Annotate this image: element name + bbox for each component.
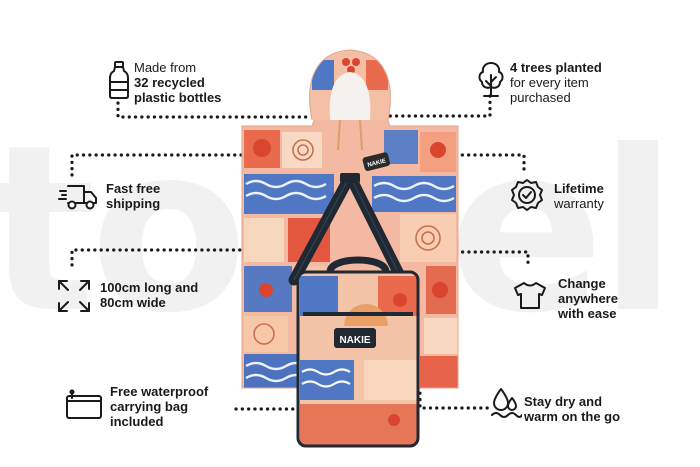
- truck-icon: [58, 185, 97, 210]
- tshirt-icon: [514, 282, 546, 309]
- bag-straps: [288, 173, 408, 286]
- feature-shipping-line1: Fast free: [106, 181, 161, 196]
- feature-warranty-line2: warranty: [554, 196, 604, 211]
- feature-dry-line1: Stay dry and: [524, 394, 603, 409]
- pouch-icon: [66, 389, 102, 419]
- feature-change-line3: with ease: [558, 306, 617, 321]
- feature-bottles-line3: plastic bottles: [134, 90, 222, 105]
- feature-change: Change anywhere with ease: [558, 276, 618, 321]
- feature-bottles-line2: 32 recycled: [134, 75, 205, 90]
- connector-bottles: [116, 101, 312, 119]
- poncho-body: [242, 110, 458, 388]
- carrying-bag: [298, 272, 418, 446]
- feature-dry: Stay dry and warm on the go: [524, 394, 620, 424]
- connector-size: [70, 248, 252, 267]
- feature-bottles: Made from 32 recycled plastic bottles: [134, 60, 221, 105]
- feature-dry-line2: warm on the go: [524, 409, 621, 424]
- feature-trees-line1: 4 trees planted: [510, 60, 602, 75]
- hood-tag: NAKIE: [367, 158, 387, 168]
- connector-shipping: [70, 153, 246, 177]
- feature-shipping: Fast free shipping: [106, 181, 160, 211]
- water-drops-icon: [491, 388, 522, 418]
- feature-change-line1: Change: [558, 276, 606, 291]
- feature-bag: Free waterproof carrying bag included: [110, 384, 208, 429]
- feature-shipping-line2: shipping: [106, 196, 161, 211]
- connector-warranty: [454, 153, 526, 172]
- feature-bottles-line1: Made from: [134, 60, 197, 75]
- feature-trees: 4 trees planted for every item purchased: [510, 60, 602, 105]
- feature-change-line2: anywhere: [558, 291, 618, 306]
- connector-change: [448, 250, 530, 270]
- bottle-icon: [109, 61, 129, 99]
- feature-bag-line1: Free waterproof: [110, 384, 209, 399]
- feature-bag-line3: included: [110, 414, 164, 429]
- feature-size-line2: 80cm wide: [100, 295, 166, 310]
- expand-arrows-icon: [58, 280, 90, 312]
- feature-bag-line2: carrying bag: [110, 399, 189, 414]
- feature-warranty-line1: Lifetime: [554, 181, 604, 196]
- tree-icon: [478, 62, 504, 97]
- feature-trees-line2: for every item: [510, 75, 589, 90]
- connector-trees: [380, 94, 492, 118]
- badge-check-icon: [511, 179, 543, 211]
- feature-size: 100cm long and 80cm wide: [100, 280, 198, 310]
- feature-warranty: Lifetime warranty: [554, 181, 604, 211]
- feature-size-line1: 100cm long and: [100, 280, 199, 295]
- feature-trees-line3: purchased: [510, 90, 571, 105]
- bag-brand-label: NAKIE: [339, 335, 370, 346]
